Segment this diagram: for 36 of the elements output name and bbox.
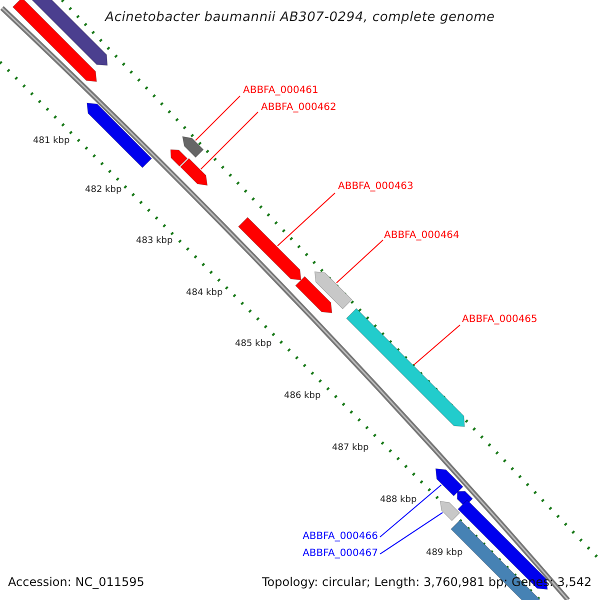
gene-label: ABBFA_000463: [338, 181, 414, 193]
gene-feature: [170, 149, 188, 167]
leader-line: [380, 512, 444, 554]
leader-line: [277, 192, 336, 246]
leader-line: [414, 324, 460, 366]
gene-label: ABBFA_000464: [384, 230, 460, 242]
gene-label: ABBFA_000467: [302, 548, 378, 560]
leader-line: [336, 240, 384, 284]
leader-line: [200, 112, 258, 170]
position-label: 483 kbp: [136, 235, 173, 247]
gene-label: ABBFA_000465: [462, 314, 538, 326]
info-text: Topology: circular; Length: 3,760,981 bp; Genes: 3,542: [262, 575, 592, 589]
position-label: 482 kbp: [85, 184, 122, 196]
gene-label: ABBFA_000461: [243, 85, 318, 97]
gene-label: ABBFA_000466: [302, 531, 378, 543]
gene-feature: [295, 276, 332, 314]
position-label: 487 kbp: [332, 442, 369, 454]
title: Acinetobacter baumannii AB307-0294, complete genome: [104, 10, 496, 26]
gene-feature: [182, 136, 204, 158]
position-label: 485 kbp: [235, 338, 272, 350]
leader-line: [195, 96, 240, 141]
gene-label: ABBFA_000462: [261, 102, 336, 114]
gene-feature: [180, 158, 208, 186]
position-label: 481 kbp: [33, 135, 70, 147]
position-label: 488 kbp: [380, 494, 417, 506]
info-text: Accession: NC_011595: [8, 575, 144, 589]
position-label: 489 kbp: [426, 547, 463, 559]
gene-feature: [238, 216, 302, 280]
leader-line: [380, 484, 442, 538]
gene-feature: [440, 500, 460, 522]
gene-feature: [12, 0, 97, 82]
position-label: 486 kbp: [284, 390, 321, 402]
gene-feature: [435, 468, 464, 496]
position-label: 484 kbp: [186, 287, 223, 299]
gene-feature: [86, 102, 152, 168]
gene-feature: [314, 271, 352, 310]
